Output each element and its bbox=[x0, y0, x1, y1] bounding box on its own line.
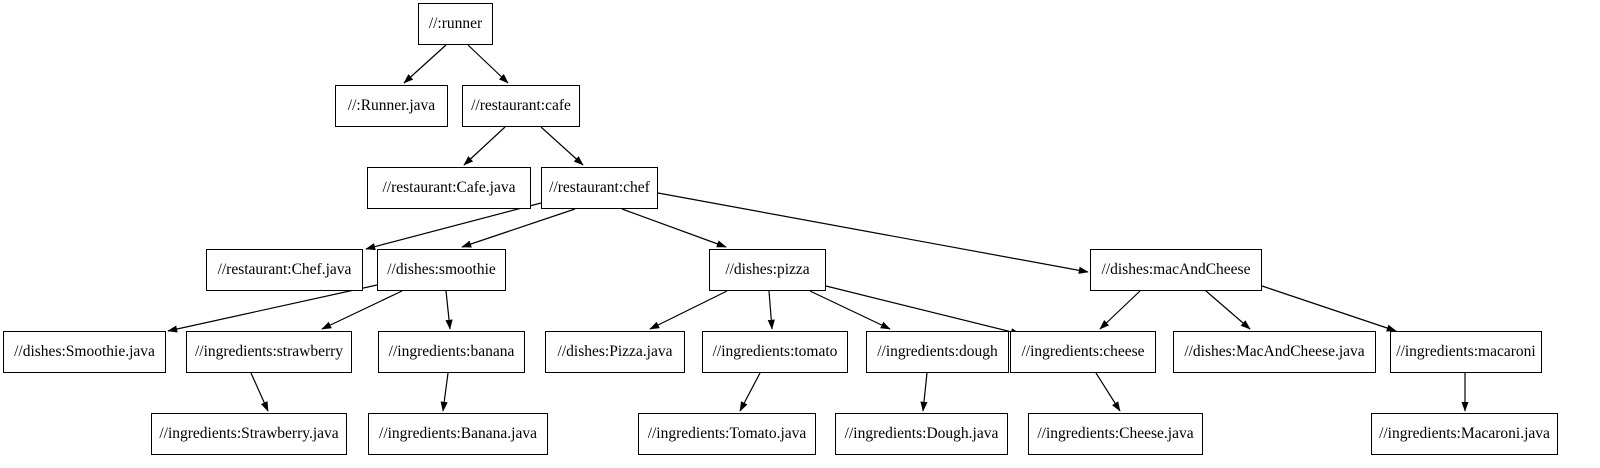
graph-node-tomato_java[interactable]: //ingredients:Tomato.java bbox=[638, 413, 816, 455]
graph-node-label: //restaurant:Cafe.java bbox=[382, 179, 516, 197]
graph-node-mac_java[interactable]: //dishes:MacAndCheese.java bbox=[1173, 331, 1376, 373]
graph-node-label: //ingredients:Macaroni.java bbox=[1379, 425, 1550, 443]
graph-node-label: //ingredients:macaroni bbox=[1396, 343, 1536, 361]
graph-node-macaroni_java[interactable]: //ingredients:Macaroni.java bbox=[1371, 413, 1558, 455]
graph-node-label: //dishes:MacAndCheese.java bbox=[1184, 343, 1365, 361]
graph-node-runner_java[interactable]: //:Runner.java bbox=[335, 85, 448, 127]
graph-node-dishes_pizza[interactable]: //dishes:pizza bbox=[709, 249, 826, 291]
graph-node-ing_macaroni[interactable]: //ingredients:macaroni bbox=[1390, 331, 1542, 373]
graph-node-label: //ingredients:Dough.java bbox=[844, 425, 999, 443]
graph-node-label: //ingredients:Banana.java bbox=[379, 425, 537, 443]
graph-node-label: //dishes:Smoothie.java bbox=[14, 343, 155, 361]
graph-node-dishes_mac[interactable]: //dishes:macAndCheese bbox=[1090, 249, 1262, 291]
graph-node-ing_tomato[interactable]: //ingredients:tomato bbox=[702, 331, 848, 373]
graph-node-label: //restaurant:Chef.java bbox=[217, 261, 352, 279]
graph-node-label: //restaurant:chef bbox=[549, 179, 650, 197]
graph-node-label: //ingredients:Cheese.java bbox=[1037, 425, 1194, 443]
graph-node-label: //ingredients:dough bbox=[877, 343, 998, 361]
graph-node-restaurant_chef[interactable]: //restaurant:chef bbox=[541, 167, 658, 209]
graph-node-label: //ingredients:cheese bbox=[1021, 343, 1145, 361]
graph-node-label: //ingredients:banana bbox=[388, 343, 515, 361]
graph-node-label: //:runner bbox=[428, 15, 483, 33]
graph-node-restaurant_cafe[interactable]: //restaurant:cafe bbox=[462, 85, 580, 127]
graph-node-ing_banana[interactable]: //ingredients:banana bbox=[378, 331, 525, 373]
graph-node-dough_java[interactable]: //ingredients:Dough.java bbox=[835, 413, 1008, 455]
graph-node-ing_cheese[interactable]: //ingredients:cheese bbox=[1010, 331, 1156, 373]
graph-node-label: //restaurant:cafe bbox=[471, 97, 571, 115]
graph-node-chef_java[interactable]: //restaurant:Chef.java bbox=[206, 249, 363, 291]
graph-node-label: //dishes:smoothie bbox=[387, 261, 496, 279]
graph-node-smoothie_java[interactable]: //dishes:Smoothie.java bbox=[3, 331, 166, 373]
graph-node-label: //dishes:Pizza.java bbox=[557, 343, 673, 361]
graph-node-runner[interactable]: //:runner bbox=[418, 3, 493, 45]
graph-node-cafe_java[interactable]: //restaurant:Cafe.java bbox=[367, 167, 531, 209]
graph-node-label: //dishes:macAndCheese bbox=[1101, 261, 1251, 279]
graph-node-label: //:Runner.java bbox=[347, 97, 436, 115]
graph-node-label: //ingredients:Strawberry.java bbox=[159, 425, 339, 443]
graph-node-banana_java[interactable]: //ingredients:Banana.java bbox=[368, 413, 548, 455]
graph-node-dishes_smoothie[interactable]: //dishes:smoothie bbox=[377, 249, 506, 291]
graph-node-pizza_java[interactable]: //dishes:Pizza.java bbox=[545, 331, 685, 373]
graph-node-ing_dough[interactable]: //ingredients:dough bbox=[866, 331, 1009, 373]
graph-node-label: //dishes:pizza bbox=[725, 261, 810, 279]
graph-node-strawberry_java[interactable]: //ingredients:Strawberry.java bbox=[151, 413, 347, 455]
graph-node-ing_strawberry[interactable]: //ingredients:strawberry bbox=[186, 331, 352, 373]
graph-node-label: //ingredients:strawberry bbox=[194, 343, 344, 361]
graph-node-label: //ingredients:tomato bbox=[712, 343, 838, 361]
graph-node-cheese_java[interactable]: //ingredients:Cheese.java bbox=[1028, 413, 1203, 455]
graph-node-label: //ingredients:Tomato.java bbox=[647, 425, 807, 443]
